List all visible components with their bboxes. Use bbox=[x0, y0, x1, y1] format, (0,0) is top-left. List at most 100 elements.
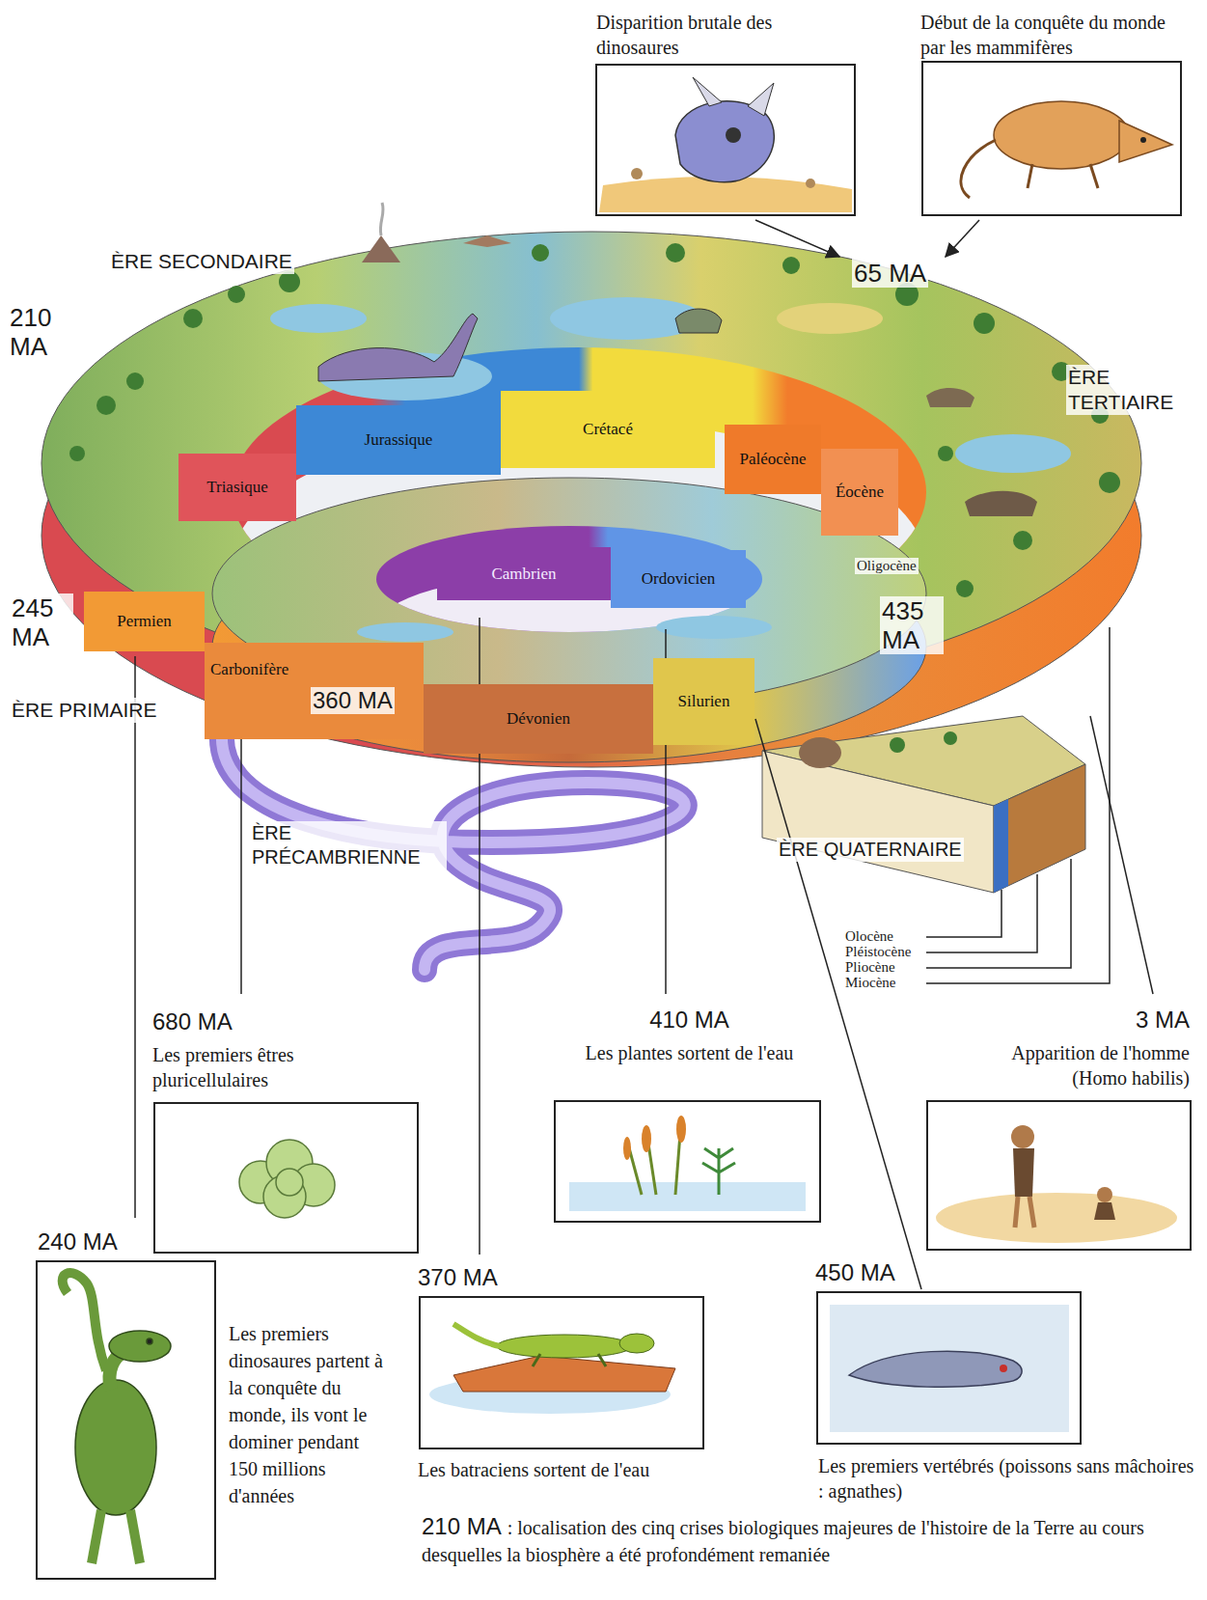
landscape-details-part-part bbox=[96, 395, 116, 415]
callout-heading: Début de la conquête du monde par les ma… bbox=[920, 9, 1174, 60]
landscape-details-part-part bbox=[956, 579, 974, 598]
period-band: Ordovicien bbox=[610, 549, 746, 608]
skull-picture-part bbox=[692, 77, 722, 107]
footnote-symbol: 210 MA bbox=[421, 1512, 502, 1539]
epoch-label: Pliocène bbox=[843, 959, 898, 975]
callout-text: Les premiers dinosaures partent à la con… bbox=[228, 1319, 384, 1509]
human-picture bbox=[935, 1124, 1178, 1243]
skull-picture bbox=[599, 77, 852, 213]
period-band: Jurassique bbox=[296, 405, 501, 475]
human-picture-part bbox=[1014, 1196, 1018, 1228]
dinosaur-picture-part bbox=[109, 1330, 171, 1362]
period-name: Ordovicien bbox=[641, 569, 715, 589]
landscape-details-part bbox=[270, 303, 367, 333]
leader-lines-part bbox=[945, 219, 980, 257]
fish-picture-part bbox=[829, 1304, 1070, 1432]
human-picture-part bbox=[1029, 1196, 1035, 1228]
landscape-details-part-part bbox=[126, 372, 144, 390]
landscape-details-part bbox=[955, 434, 1071, 473]
amphibian-picture bbox=[429, 1323, 676, 1414]
event-callout: Disparition brutale des dinosaures bbox=[595, 63, 856, 217]
plants-picture-part bbox=[641, 1124, 652, 1153]
period-name: Dévonien bbox=[506, 709, 571, 729]
amphibian-picture-part bbox=[619, 1333, 655, 1353]
outer-ring-part bbox=[41, 231, 1142, 695]
leader-lines-part bbox=[926, 889, 1002, 937]
mammal-picture-part bbox=[960, 139, 996, 198]
human-picture-part bbox=[1013, 1148, 1035, 1197]
mammal-picture-part bbox=[1027, 164, 1033, 189]
quaternary-block-part bbox=[889, 737, 906, 753]
amphibian-picture-part bbox=[532, 1353, 541, 1367]
footnote: 210 MA: localisation des cinq crises bio… bbox=[421, 1512, 1194, 1568]
sponge-picture bbox=[239, 1139, 335, 1218]
plants-picture-part bbox=[702, 1148, 736, 1195]
amphibian-picture-part bbox=[598, 1353, 606, 1367]
landscape-details-part-part bbox=[183, 308, 203, 329]
footnote-text: : localisation des cinq crises biologiqu… bbox=[421, 1516, 1145, 1565]
quaternary-block-part bbox=[798, 737, 842, 769]
landscape-details-part-part bbox=[531, 244, 549, 262]
amphibian-picture-part bbox=[496, 1334, 632, 1358]
age-label: 435 MA bbox=[879, 596, 944, 655]
fish-picture-part bbox=[999, 1364, 1008, 1372]
period-name: Silurien bbox=[678, 691, 731, 712]
leader-lines bbox=[135, 219, 1153, 1290]
callout-heading: 3 MA bbox=[996, 1005, 1190, 1035]
era-label: ÈRE SECONDAIRE bbox=[109, 248, 295, 275]
dinosaur-picture-part bbox=[91, 1509, 102, 1564]
landscape-details-part-part bbox=[69, 445, 85, 462]
precambrian-ribbon-part bbox=[221, 733, 686, 970]
quaternary-block-part bbox=[762, 750, 994, 893]
human-picture-part bbox=[1097, 1186, 1113, 1203]
epoch-label: Olocène bbox=[843, 928, 896, 944]
mammal-picture-part bbox=[1140, 137, 1147, 143]
plants-picture bbox=[569, 1115, 806, 1211]
dinosaur-picture-part bbox=[146, 1338, 153, 1345]
leader-lines-part bbox=[755, 219, 840, 257]
quaternary-block bbox=[762, 715, 1086, 893]
fish-picture bbox=[829, 1304, 1070, 1432]
dinosaur-picture-part bbox=[130, 1509, 140, 1564]
callout-heading: 450 MA bbox=[815, 1258, 1009, 1288]
callout-heading: 240 MA bbox=[37, 1227, 183, 1257]
mammal-picture-part bbox=[1119, 120, 1173, 163]
dinosaur-picture-part bbox=[62, 1272, 107, 1371]
landscape-details-part bbox=[776, 302, 883, 334]
callout-heading: Disparition brutale des dinosaures bbox=[596, 9, 859, 60]
callout-heading: 410 MA bbox=[536, 1005, 843, 1035]
callout-heading: 370 MA bbox=[417, 1262, 611, 1292]
era-label: ÈRE PRIMAIRE bbox=[9, 697, 160, 723]
landscape-details-part bbox=[318, 313, 478, 382]
period-name: Jurassique bbox=[364, 430, 434, 450]
event-callout: 680 MALes premiers êtres pluricellulaire… bbox=[153, 1101, 419, 1254]
callout-text: Les premiers vertébrés (poissons sans mâ… bbox=[818, 1453, 1195, 1504]
period-band: Silurien bbox=[653, 658, 755, 745]
era-label: ÈRE TERTIAIRE bbox=[1066, 364, 1179, 415]
leader-lines-part bbox=[1090, 715, 1153, 994]
event-callout: 3 MAApparition de l'homme (Homo habilis) bbox=[926, 1099, 1192, 1251]
epoch-label: Oligocène bbox=[854, 557, 919, 575]
landscape-details-part-part bbox=[227, 285, 246, 303]
human-picture-part bbox=[1094, 1202, 1116, 1220]
dinosaur-picture bbox=[62, 1272, 171, 1564]
callout-text: Apparition de l'homme (Homo habilis) bbox=[965, 1040, 1190, 1091]
age-label: 245 MA bbox=[9, 593, 74, 652]
precambrian-ribbon-part bbox=[221, 733, 686, 970]
mammal-picture bbox=[960, 101, 1173, 198]
mammal-picture-part bbox=[993, 101, 1129, 169]
age-label: 360 MA bbox=[310, 686, 395, 714]
leader-lines-part bbox=[134, 656, 137, 1218]
callout-text: Les plantes sortent de l'eau bbox=[536, 1040, 843, 1066]
precambrian-ribbon bbox=[221, 733, 686, 970]
human-picture-part bbox=[935, 1192, 1178, 1243]
landscape-details-part bbox=[964, 491, 1038, 517]
landscape-details-part bbox=[463, 235, 512, 247]
age-label: 210 MA bbox=[7, 302, 72, 361]
plants-picture-part bbox=[569, 1181, 806, 1211]
leader-lines-part bbox=[926, 627, 1110, 984]
inner-ring-part bbox=[356, 622, 454, 642]
period-name: Paléocène bbox=[740, 449, 807, 469]
